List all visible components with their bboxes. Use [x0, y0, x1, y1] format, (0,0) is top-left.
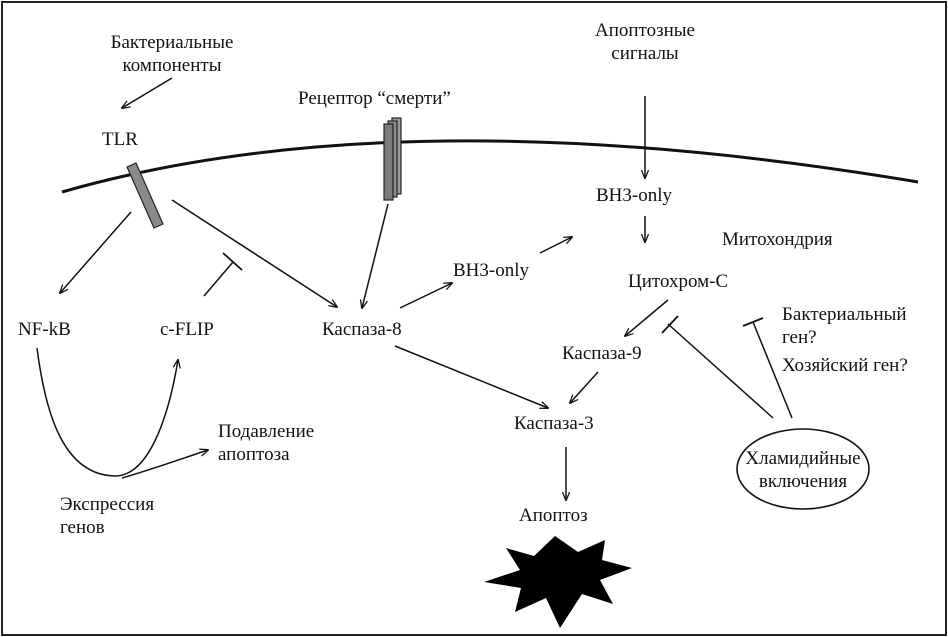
death-receptor-label: Рецептор “смерти”: [298, 88, 451, 109]
chlamydial-inclusions-label: Хламидийные включения: [745, 448, 861, 492]
cell-membrane: [61, 139, 919, 194]
mitochondria-label: Митохондрия: [722, 229, 833, 250]
apoptotic-signals-label: Апоптозные сигналы: [595, 20, 695, 64]
curve-to-suppression: [121, 450, 208, 479]
inhibit-cflip: [203, 261, 234, 297]
caspase3-label: Каспаза-3: [514, 413, 594, 434]
bh3-only-top-label: BH3-only: [596, 185, 672, 206]
tlr-receptor-shape: [126, 162, 164, 229]
inhibit-inclusion-1: [667, 323, 774, 419]
nfkb-label: NF-kB: [18, 319, 71, 340]
caspase9-label: Каспаза-9: [562, 343, 642, 364]
bacterial-components-label: Бактериальные компоненты: [110, 32, 234, 76]
arrow-tlr-to-nfkb: [60, 211, 132, 293]
apoptosis-label: Апоптоз: [519, 505, 588, 526]
curve-nfkb-to-cflip: [36, 347, 178, 477]
bh3-only-mid-label: BH3-only: [453, 260, 529, 281]
arrow-components-to-tlr: [122, 77, 173, 108]
caspase8-label: Каспаза-8: [322, 319, 402, 340]
arrow-cytc-to-caspase9: [625, 299, 669, 336]
host-gene-label: Хозяйский ген?: [782, 355, 908, 376]
inhibit-inclusion-1-bar: [661, 315, 679, 334]
death-receptor-shape: [383, 117, 402, 201]
gene-expression-label: Экспрессия генов: [60, 494, 155, 538]
inhibit-inclusion-2-bar: [742, 317, 764, 327]
inhibit-cflip-bar: [222, 252, 243, 271]
apoptosis-burst: [484, 536, 632, 628]
arrow-caspase8-to-caspase3: [394, 345, 548, 408]
apoptosis-suppression-label: Подавление апоптоза: [218, 421, 315, 465]
cytochrome-c-label: Цитохром-С: [628, 271, 729, 292]
inhibit-inclusion-2: [752, 321, 793, 419]
inclusions-ellipse: [736, 428, 870, 510]
arrow-caspase8-to-bh3: [399, 283, 452, 309]
cflip-label: c-FLIP: [160, 319, 214, 340]
arrow-receptor-to-caspase8: [362, 203, 389, 308]
bacterial-gene-label: Бактериальный ген?: [782, 304, 907, 348]
tlr-label: TLR: [102, 129, 138, 150]
arrow-bh3-to-mitochondria: [539, 237, 572, 254]
arrow-caspase9-to-caspase3: [570, 371, 599, 403]
arrow-tlr-to-caspase8: [171, 199, 337, 307]
